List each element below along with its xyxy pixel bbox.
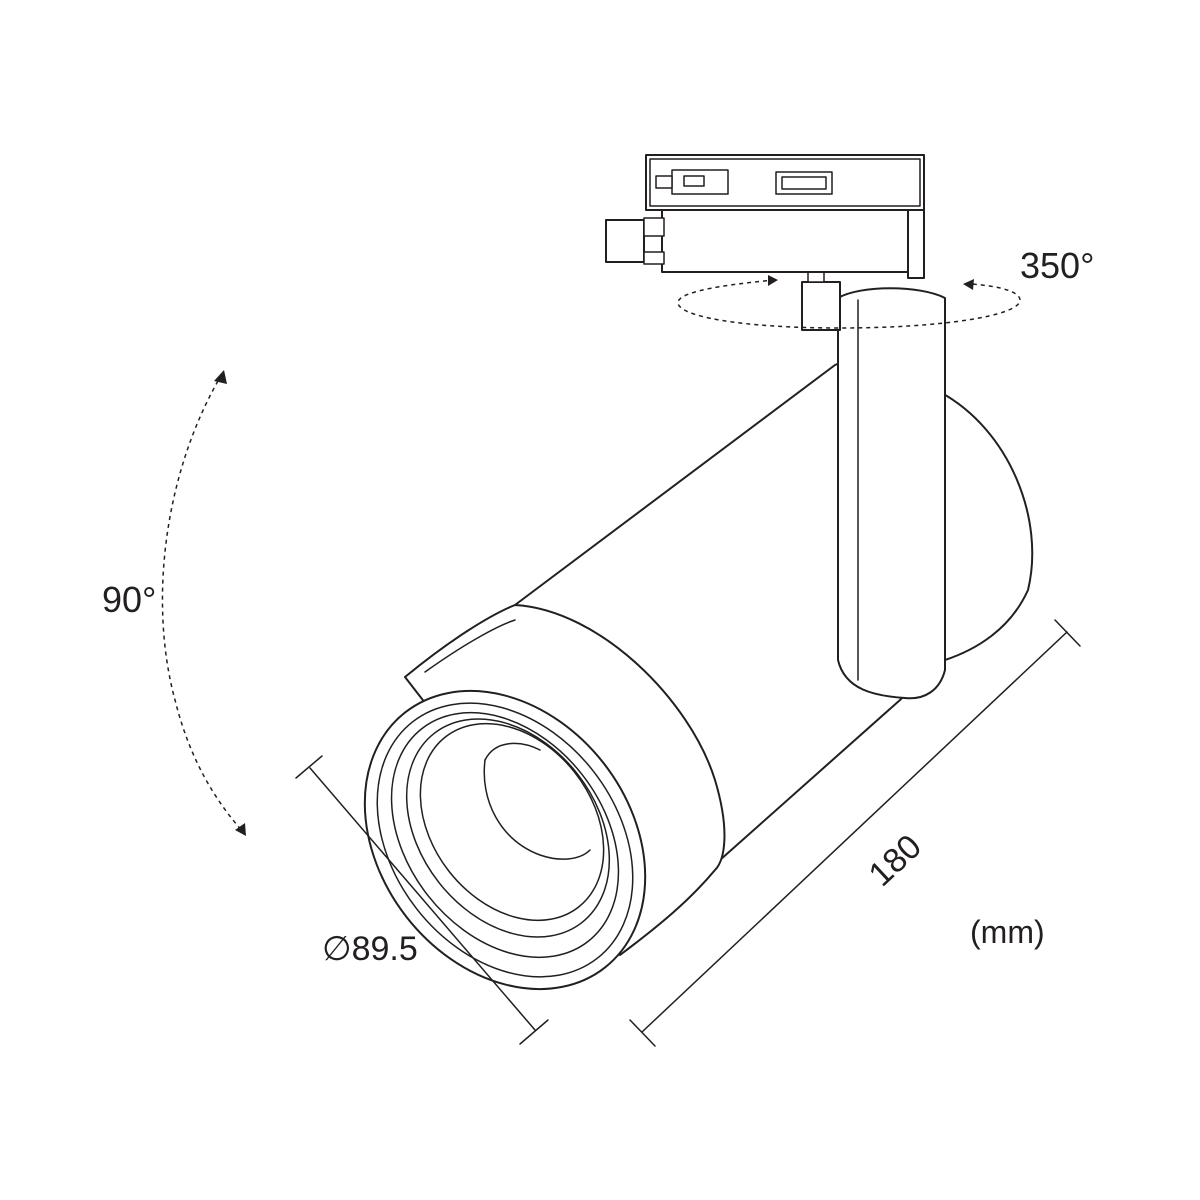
mounting-arm	[837, 287, 946, 700]
rotation-arrowhead-right	[963, 279, 974, 290]
front-bezel	[363, 604, 726, 991]
tilt-arrowhead-bottom	[235, 823, 246, 836]
diameter-label: ∅89.5	[322, 930, 418, 968]
track-adapter	[605, 154, 925, 279]
rotation-arrowhead-left	[768, 275, 778, 286]
length-dimension	[629, 619, 1081, 1047]
pivot-block	[801, 267, 841, 331]
diameter-dimension	[295, 755, 549, 1045]
unit-label: (mm)	[970, 914, 1045, 950]
length-label: 180	[862, 827, 929, 893]
tilt-indicator	[161, 370, 246, 836]
tilt-arrowhead-top	[214, 370, 227, 384]
rotation-angle-label: 350°	[1020, 245, 1094, 286]
rotation-indicator	[677, 275, 1021, 329]
tilt-angle-label: 90°	[102, 579, 156, 620]
